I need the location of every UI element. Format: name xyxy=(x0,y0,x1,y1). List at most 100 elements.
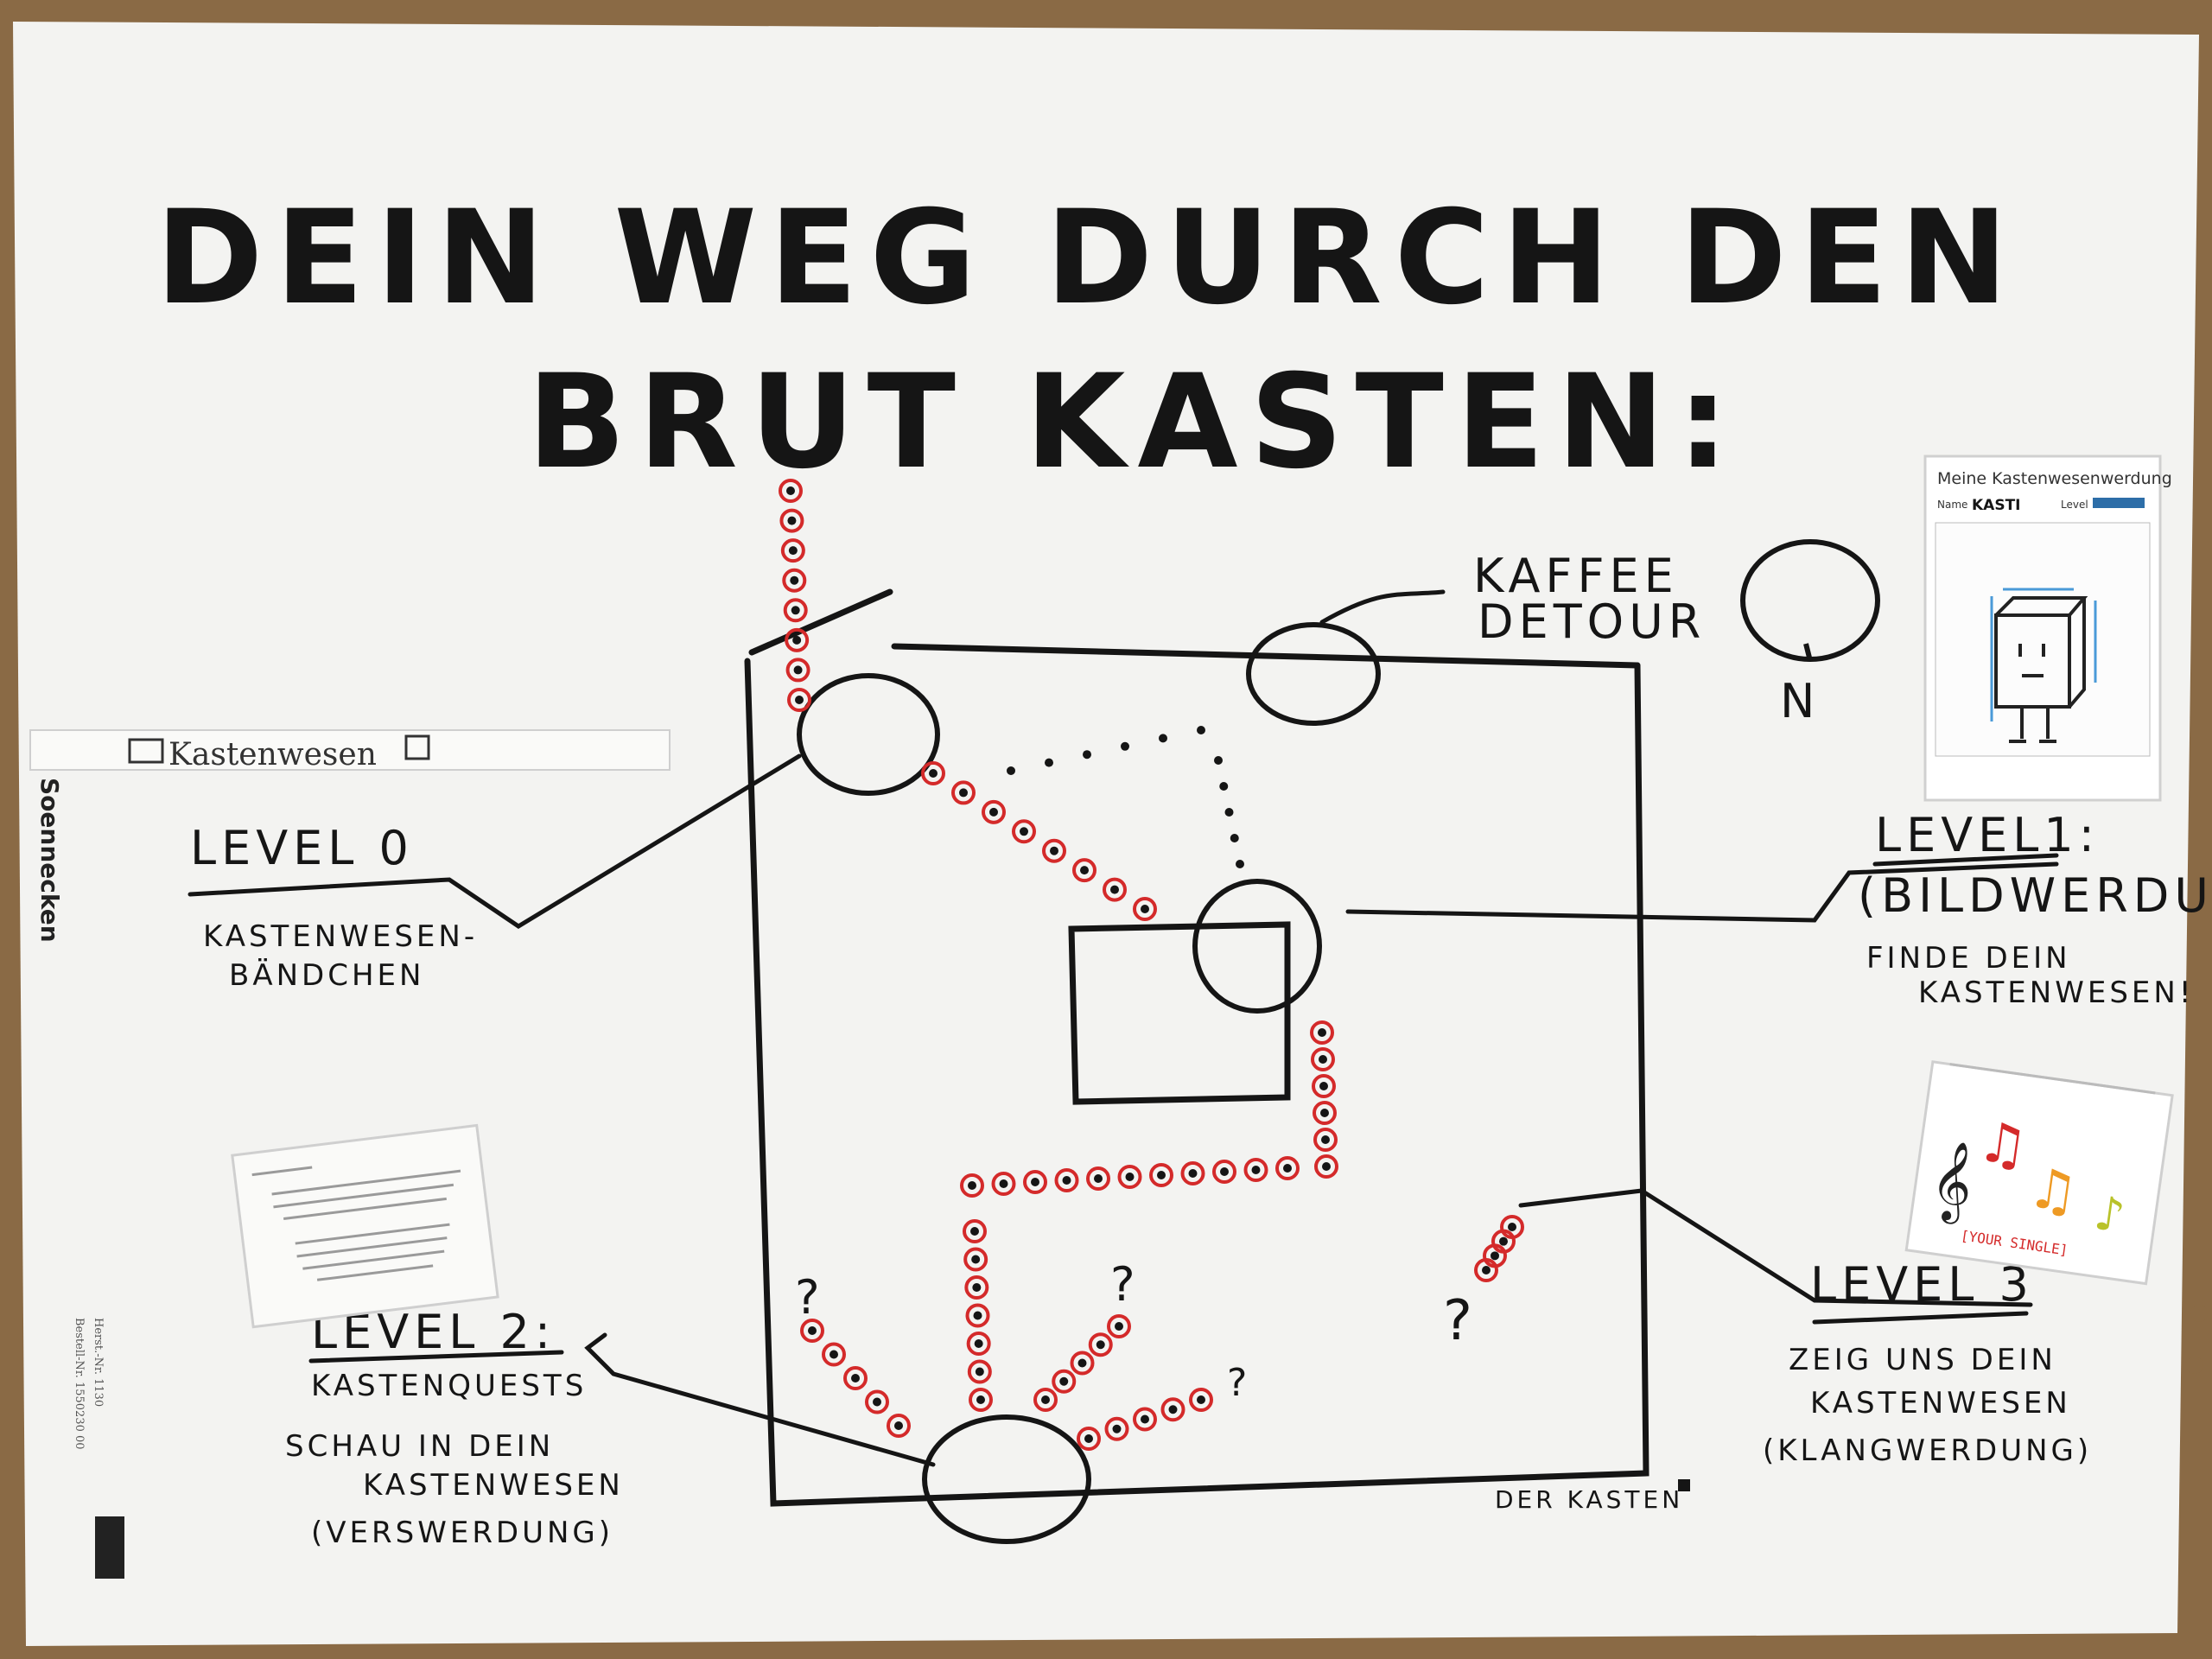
label-level3: LEVEL 3 xyxy=(1810,1257,2034,1312)
footstep-dot xyxy=(1041,1395,1050,1404)
footstep-ring xyxy=(1086,1166,1110,1191)
footstep-dot xyxy=(1110,885,1119,894)
footstep-ring xyxy=(1107,1314,1131,1338)
wristband-creature-icon xyxy=(404,734,430,760)
text-line xyxy=(296,1236,448,1258)
footstep-dot xyxy=(1007,766,1015,775)
barcode xyxy=(95,1516,124,1579)
footstep-ring xyxy=(991,1172,1016,1196)
card-level-label: Level xyxy=(2061,499,2088,511)
kasten-mini-icon xyxy=(1678,1479,1690,1491)
leader-level1 xyxy=(1345,861,2059,923)
footstep-ring xyxy=(1149,1163,1173,1187)
label-detour: DETOUR xyxy=(1478,594,1706,649)
footstep-dot xyxy=(795,696,804,704)
footstep-dot xyxy=(788,546,798,556)
footstep-ring xyxy=(1117,1165,1142,1189)
footstep-dot xyxy=(1062,1176,1071,1185)
footstep-dot xyxy=(1491,1251,1499,1261)
footstep-dot xyxy=(999,1179,1008,1188)
footstep-ring xyxy=(964,1275,989,1300)
footstep-ring xyxy=(822,1342,846,1367)
inner-room xyxy=(1068,921,1291,1105)
footstep-dot xyxy=(1320,1109,1329,1117)
footstep-dot xyxy=(1115,1322,1123,1331)
footstep-dot xyxy=(970,1227,979,1236)
text-line xyxy=(251,1166,313,1177)
label-level1: LEVEL1: xyxy=(1875,808,2100,862)
wristband-box-icon xyxy=(128,738,164,764)
footstep-ring xyxy=(951,780,976,805)
card-title: Meine Kastenwesenwerdung xyxy=(1937,469,2172,488)
footstep-ring xyxy=(1104,1416,1129,1441)
footstep-dot xyxy=(1236,860,1244,868)
footstep-dot xyxy=(1219,782,1229,791)
footstep-dot xyxy=(1083,750,1091,760)
footstep-ring xyxy=(1189,1388,1213,1412)
footstep-dot xyxy=(974,1339,983,1348)
footstep-dot xyxy=(787,516,797,525)
text-line xyxy=(316,1264,434,1281)
footstep-ring xyxy=(1314,1154,1338,1179)
music-note-paper: 𝄞 ♫ ♫ ♪ [YOUR SINGLE] xyxy=(1904,1060,2174,1286)
label-level1-desc-1: FINDE DEIN xyxy=(1866,941,2071,976)
footstep-ring xyxy=(1012,819,1036,844)
footstep-ring xyxy=(966,1332,991,1356)
paper-order-2: Bestell-Nr. 1550230 00 xyxy=(73,1318,86,1450)
footstep-ring xyxy=(1500,1215,1524,1239)
footstep-ring xyxy=(1088,1332,1113,1357)
footstep-dot xyxy=(1283,1164,1292,1173)
footstep-dot xyxy=(1050,846,1058,855)
label-level2-sub: KASTENQUESTS xyxy=(311,1369,587,1403)
card-name-label: Name xyxy=(1937,499,1967,511)
station-circles xyxy=(797,539,1880,1544)
footstep-ring xyxy=(1133,1407,1157,1432)
station-level0 xyxy=(797,673,940,796)
leader-kaffee xyxy=(1319,589,1446,625)
footprint-path xyxy=(779,479,1524,1451)
label-level2-desc-3: (VERSWERDUNG) xyxy=(311,1516,613,1550)
underline-level3 xyxy=(1812,1311,2029,1325)
footstep-dot xyxy=(1214,756,1223,765)
question-mark: ? xyxy=(1227,1361,1252,1405)
footstep-dot xyxy=(830,1350,838,1359)
footstep-ring xyxy=(779,479,803,503)
entrance-door xyxy=(748,588,893,656)
footstep-ring xyxy=(1054,1168,1079,1192)
station-level1 xyxy=(1192,879,1322,1014)
footstep-dot xyxy=(1318,1028,1326,1037)
footstep-dot xyxy=(971,1255,981,1264)
footstep-dot xyxy=(1141,1414,1149,1424)
footstep-ring xyxy=(960,1173,984,1198)
footstep-dot xyxy=(1141,905,1149,913)
leader-level3 xyxy=(1518,1188,2033,1307)
footstep-dot xyxy=(1096,1340,1105,1350)
label-level0-desc-1: KASTENWESEN- xyxy=(203,919,478,954)
label-level2-desc-2: KASTENWESEN xyxy=(363,1468,624,1503)
station-level2 xyxy=(922,1414,1091,1544)
punch-hole xyxy=(2190,1305,2208,1322)
footstep-ring xyxy=(1180,1161,1205,1185)
text-line xyxy=(273,1183,454,1209)
footstep-dot xyxy=(791,606,800,615)
footstep-ring xyxy=(1052,1369,1077,1394)
verse-card xyxy=(231,1123,499,1329)
footstep-dot xyxy=(1045,758,1053,767)
footstep-dot xyxy=(873,1397,881,1407)
footstep-dot xyxy=(1121,741,1129,751)
label-level0-desc-2: BÄNDCHEN xyxy=(229,958,424,993)
footstep-dot xyxy=(1157,1171,1166,1179)
footstep-ring xyxy=(1313,1101,1337,1125)
tear-edge-line xyxy=(1949,1063,2156,1095)
kastenwesen-card: Meine Kastenwesenwerdung Name KASTI Leve… xyxy=(1923,454,2172,802)
footstep-dot xyxy=(792,635,802,645)
footstep-ring xyxy=(965,1303,990,1328)
label-level3-desc-2: KASTENWESEN xyxy=(1810,1386,2071,1421)
label-kaffee: KAFFEE xyxy=(1473,549,1679,603)
footstep-dot xyxy=(1059,1376,1069,1386)
paper-sheet xyxy=(13,22,2199,1646)
footstep-dot xyxy=(808,1326,817,1335)
card-name-value: KASTI xyxy=(1972,497,2021,514)
footstep-dot xyxy=(1482,1266,1491,1274)
label-level2-desc-1: SCHAU IN DEIN xyxy=(285,1429,554,1464)
